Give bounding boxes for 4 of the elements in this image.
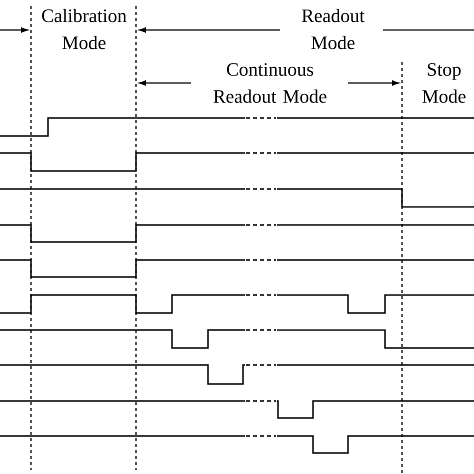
mode-label: Calibration Mode xyxy=(42,8,126,50)
mode-label: Stop Mode xyxy=(422,63,466,103)
mode-label: Continuous Readout Mode xyxy=(214,63,326,103)
mode-label: Readout Mode xyxy=(302,8,365,50)
